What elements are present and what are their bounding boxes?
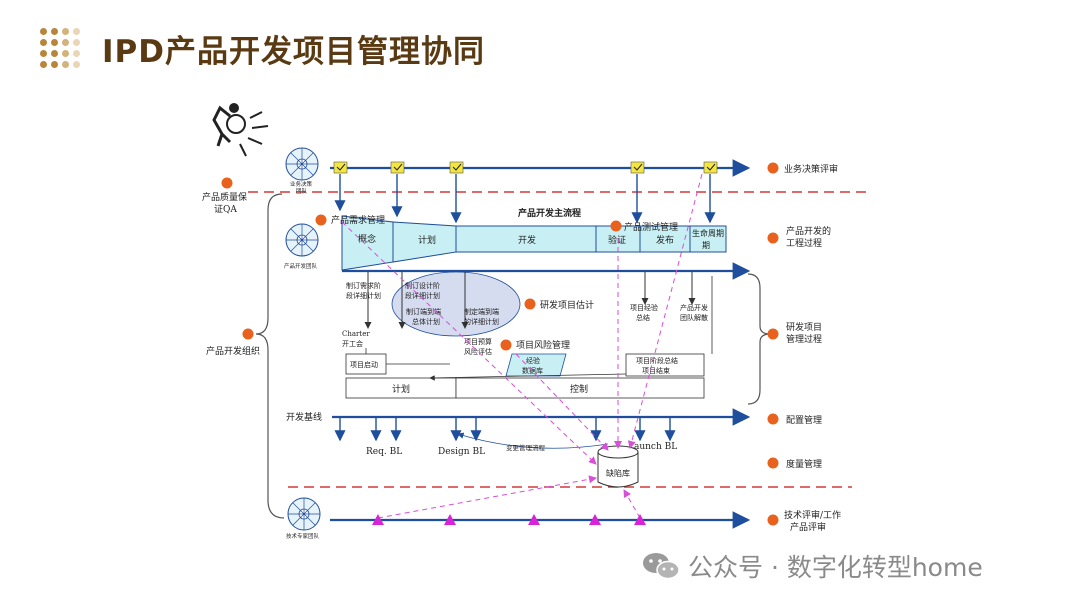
experience-db-label-1: 经验 xyxy=(526,356,540,365)
ellipse-item-3b: 总体计划 xyxy=(412,317,440,326)
estimation-dot xyxy=(524,298,536,310)
baseline-label: 开发基线 xyxy=(286,411,322,423)
ellipse-item-1b: 段详细计划 xyxy=(346,291,381,300)
control-label: 控制 xyxy=(570,383,588,395)
stage-dev: 开发 xyxy=(518,234,536,246)
estimation-callout: 研发项目估计 xyxy=(540,299,594,311)
budget-label-2: 风险评估 xyxy=(464,347,492,356)
req-bl-label: Req. BL xyxy=(366,447,402,457)
milestone-arrows xyxy=(334,174,716,224)
project-mgmt-dot xyxy=(767,328,779,340)
risk-callout: 项目风险管理 xyxy=(516,339,570,351)
tech-review-dot xyxy=(767,514,779,526)
ellipse-item-4a: 制定端到端 xyxy=(464,307,499,316)
right-bracket xyxy=(747,273,771,405)
business-review-dot xyxy=(767,162,779,174)
lifecycle-stage-shape xyxy=(689,225,727,253)
planning-ellipse xyxy=(391,271,521,337)
review-triangles xyxy=(372,514,646,525)
watermark-text: 公众号 · 数字化转型home xyxy=(688,553,983,582)
stage-lifecycle-1: 生命周期 xyxy=(692,228,724,238)
experience-summary-1: 项目经验 xyxy=(630,303,658,312)
experience-db-shape xyxy=(505,353,567,377)
charter-label-1: Charter xyxy=(342,330,370,338)
business-team-label-1: 业务决策 xyxy=(290,180,313,188)
stage-plan: 计划 xyxy=(418,234,436,246)
ellipse-item-3a: 制订端到端 xyxy=(406,307,441,316)
stage-launch: 发布 xyxy=(656,234,674,246)
phase-summary-2: 项目结束 xyxy=(642,366,670,375)
ellipse-item-2b: 段详细计划 xyxy=(405,291,440,300)
tech-review-label-1: 技术评审/工作 xyxy=(784,509,841,521)
qa-label-2: 证QA xyxy=(214,204,237,215)
project-mgmt-label-2: 管理过程 xyxy=(786,333,822,345)
ellipse-item-4b: 的详细计划 xyxy=(464,317,499,326)
test-callout: 产品测试管理 xyxy=(624,221,678,233)
phase-summary-1: 项目阶段总结 xyxy=(636,356,678,365)
change-flow-arrow xyxy=(457,432,609,449)
defect-link-lines xyxy=(341,173,703,519)
plan-label: 计划 xyxy=(392,383,410,395)
main-flow-title: 产品开发主流程 xyxy=(518,207,581,219)
config-dot xyxy=(767,413,779,425)
qa-dot xyxy=(221,177,233,189)
metrics-dot xyxy=(767,457,779,469)
ipd-diagram: 产品质量保 证QA 产品开发组织 业务决策 团队 产品开发团队 技术专家团队 产… xyxy=(202,103,870,540)
milestone-checkboxes xyxy=(333,161,718,174)
org-label: 产品开发组织 xyxy=(206,345,260,357)
wechat-icon xyxy=(643,553,680,580)
ellipse-item-1a: 制订需求阶 xyxy=(346,281,381,290)
business-team-label-2: 团队 xyxy=(296,187,308,195)
defect-db-label: 缺陷库 xyxy=(606,468,630,478)
stage-concept: 概念 xyxy=(358,233,376,245)
engineering-label-1: 产品开发的 xyxy=(786,225,831,237)
team-dissolve-2: 团队解散 xyxy=(680,313,708,322)
phase-summary-box xyxy=(625,353,705,377)
org-dot xyxy=(242,328,254,340)
magnifier-person-icon xyxy=(212,103,269,157)
requirements-dot xyxy=(315,214,327,226)
risk-dot xyxy=(500,339,512,351)
design-bl-label: Design BL xyxy=(438,447,485,457)
requirements-callout: 产品需求管理 xyxy=(331,214,385,226)
tech-review-label-2: 产品评审 xyxy=(790,521,826,533)
baseline-drop-arrows xyxy=(334,418,676,442)
ellipse-item-2a: 制订设计阶 xyxy=(405,281,440,290)
qa-label-1: 产品质量保 xyxy=(202,191,247,203)
decorative-dots-icon xyxy=(40,28,80,68)
experience-db-label-2: 数据库 xyxy=(522,366,543,375)
project-mgmt-label-1: 研发项目 xyxy=(786,321,822,333)
org-bracket xyxy=(255,193,285,519)
kickoff-label: 项目启动 xyxy=(350,360,378,369)
config-label: 配置管理 xyxy=(786,414,822,426)
engineering-label-2: 工程过程 xyxy=(786,237,822,249)
watermark: 公众号 · 数字化转型home xyxy=(642,548,983,584)
metrics-label: 度量管理 xyxy=(786,458,822,470)
launch-bl-label: Launch BL xyxy=(628,442,677,452)
dev-team-label: 产品开发团队 xyxy=(284,262,318,270)
page-title: IPD产品开发项目管理协同 xyxy=(102,33,485,70)
title-bar: IPD产品开发项目管理协同 xyxy=(40,26,485,70)
business-review-label: 业务决策评审 xyxy=(784,163,838,175)
business-team-wheel-icon xyxy=(285,147,319,181)
budget-label-1: 项目预算 xyxy=(464,337,492,346)
team-dissolve-1: 产品开发 xyxy=(680,303,708,312)
tech-team-wheel-icon xyxy=(287,497,321,531)
control-box xyxy=(455,377,705,399)
tech-team-label: 技术专家团队 xyxy=(286,532,320,540)
change-flow-label: 变更管理流程 xyxy=(506,443,546,452)
stage-verify: 验证 xyxy=(608,234,626,246)
charter-label-2: 开工会 xyxy=(342,339,363,348)
test-dot xyxy=(610,220,622,232)
stage-lifecycle-2: 期 xyxy=(702,241,710,250)
defect-db-cylinder-icon xyxy=(597,445,639,488)
dev-team-wheel-icon xyxy=(285,223,319,257)
experience-summary-2: 总结 xyxy=(636,313,650,322)
engineering-dot xyxy=(767,232,779,244)
